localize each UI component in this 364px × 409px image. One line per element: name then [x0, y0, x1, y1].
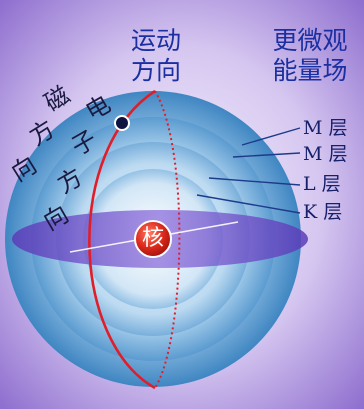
- nucleus-label: 核: [141, 226, 164, 251]
- nucleus: [134, 220, 172, 258]
- motion-direction-line-1: 运动: [130, 26, 181, 55]
- energy-field-label: 更微观 能量场: [262, 26, 358, 86]
- energy-field-line-1: 更微观: [272, 26, 348, 55]
- motion-direction-line-2: 方向: [130, 56, 181, 85]
- energy-field-line-2: 能量场: [272, 56, 348, 85]
- shell-label-inner-m: M 层: [303, 143, 348, 165]
- shell-label-k: K 层: [303, 201, 343, 223]
- shell-leader-lines: [196, 127, 301, 214]
- shell-label-l: L 层: [303, 173, 341, 195]
- orbit-back-line: [154, 90, 181, 389]
- electron: [114, 115, 130, 131]
- shell-label-outer-m: M 层: [303, 117, 348, 139]
- motion-direction-label: 运动 方向: [120, 26, 192, 86]
